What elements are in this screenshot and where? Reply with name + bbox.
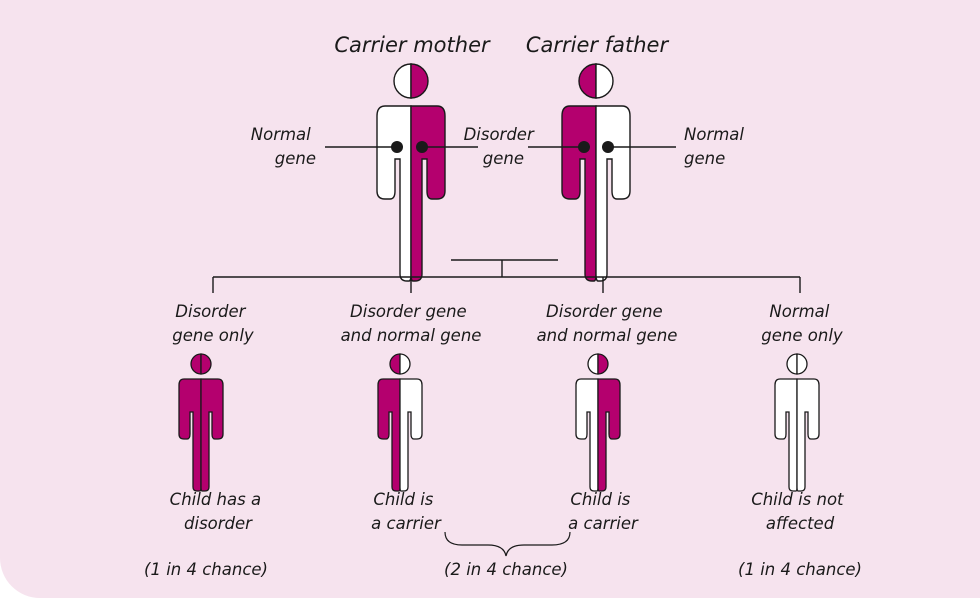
mother-normal-gene-label: Normal gene: [251, 125, 316, 168]
carrier-father-title: Carrier father: [526, 33, 670, 57]
child-3-outcome-label: Child is a carrier: [568, 490, 639, 533]
father-normal-gene-label: Normal gene: [684, 125, 749, 168]
mother-normal-gene-dot: [391, 141, 403, 153]
father-normal-gene-dot: [602, 141, 614, 153]
chance-label-2: (2 in 4 chance): [444, 560, 568, 579]
child-3-genes-label: Disorder gene and normal gene: [537, 302, 678, 345]
family-tree-lines: [213, 260, 800, 293]
child-3-figure: [576, 354, 620, 491]
child-2-figure: [378, 354, 422, 491]
mother-figure: [377, 64, 445, 281]
child-1-figure: [179, 354, 223, 491]
mother-disorder-gene-dot: [416, 141, 428, 153]
child-2-genes-label: Disorder gene and normal gene: [341, 302, 482, 345]
chance-label-1: (1 in 4 chance): [144, 560, 268, 579]
child-4-figure: [775, 354, 819, 491]
father-normal-half: [596, 64, 630, 281]
child-1-outcome-label: Child has a disorder: [170, 490, 267, 533]
child-1-genes-label: Disorder gene only: [172, 302, 254, 345]
father-disorder-half: [562, 64, 596, 281]
mother-normal-half: [377, 64, 411, 281]
carrier-group-brace: [445, 532, 570, 556]
carrier-mother-title: Carrier mother: [334, 33, 491, 57]
child-4-outcome-label: Child is not affected: [751, 490, 849, 533]
child-2-outcome-label: Child is a carrier: [371, 490, 442, 533]
child-4-genes-label: Normal gene only: [761, 302, 843, 345]
chance-label-3: (1 in 4 chance): [738, 560, 862, 579]
father-disorder-gene-dot: [578, 141, 590, 153]
mother-disorder-half: [411, 64, 445, 281]
father-figure: [562, 64, 630, 281]
